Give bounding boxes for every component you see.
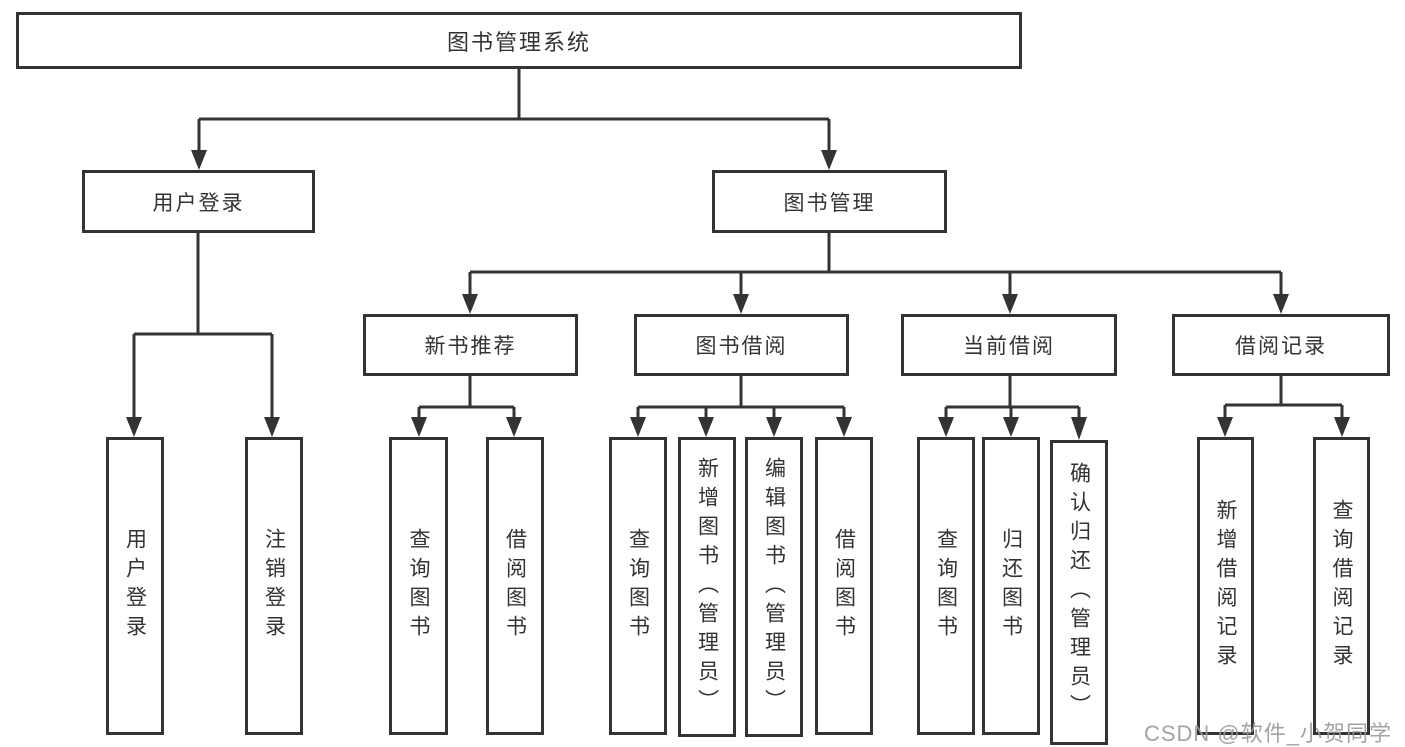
node-label: 查询借阅记录: [1330, 499, 1353, 673]
node-label: 图书借阅: [695, 335, 788, 358]
node-book-borrow: 图书借阅: [634, 314, 849, 376]
node-label: 借阅记录: [1235, 335, 1327, 358]
node-label: 用户登录: [123, 528, 147, 644]
leaf-query-borrow-record: 查询借阅记录: [1313, 437, 1370, 735]
leaf-borrow-book: 借阅图书: [815, 437, 873, 735]
node-label: 新书推荐: [424, 335, 517, 358]
leaf-return-book: 归还图书: [982, 437, 1040, 735]
connector-borrow-record-branch: [1217, 376, 1350, 437]
leaf-edit-book-admin: 编辑图书（管理员）: [745, 437, 803, 737]
node-label: 确认归还（管理员）: [1067, 462, 1091, 723]
node-label: 查询图书: [407, 528, 430, 644]
node-new-book-recommend: 新书推荐: [363, 314, 578, 376]
node-label: 图书管理: [783, 191, 876, 215]
leaf-recommend-borrow-book: 借阅图书: [486, 437, 544, 735]
node-label: 编辑图书（管理员）: [762, 456, 786, 718]
connector-new-book-recommend-branch: [411, 376, 522, 437]
node-label: 用户登录: [152, 191, 245, 215]
node-library-management-system: 图书管理系统: [16, 12, 1022, 69]
node-label: 借阅图书: [832, 528, 856, 644]
node-label: 当前借阅: [963, 335, 1055, 358]
node-label: 借阅图书: [503, 528, 527, 644]
leaf-add-borrow-record: 新增借阅记录: [1197, 437, 1254, 735]
node-book-management: 图书管理: [712, 170, 947, 233]
node-user-login: 用户登录: [82, 170, 315, 233]
leaf-confirm-return-admin: 确认归还（管理员）: [1050, 440, 1108, 745]
leaf-add-book-admin: 新增图书（管理员）: [678, 437, 736, 737]
leaf-recommend-query-book: 查询图书: [389, 437, 448, 735]
leaf-borrow-query-book: 查询图书: [609, 437, 667, 735]
csdn-watermark: CSDN @软件_小贺同学: [1143, 721, 1392, 746]
node-current-borrow: 当前借阅: [901, 314, 1117, 376]
node-label: 注销登录: [262, 528, 286, 644]
node-label: 查询图书: [626, 528, 650, 644]
leaf-logout: 注销登录: [245, 437, 303, 735]
node-label: 归还图书: [999, 528, 1023, 644]
connector-current-borrow-branch: [938, 376, 1087, 440]
connector-book-management-branch: [462, 233, 1289, 314]
leaf-current-query-book: 查询图书: [917, 437, 975, 735]
node-label: 图书管理系统: [446, 29, 591, 55]
connector-book-borrow-branch: [630, 376, 852, 437]
node-borrow-record: 借阅记录: [1172, 314, 1390, 376]
node-label: 新增图书（管理员）: [695, 456, 719, 718]
leaf-user-login: 用户登录: [106, 437, 164, 735]
connector-root-to-level2: [191, 69, 837, 170]
node-label: 新增借阅记录: [1214, 499, 1237, 673]
node-label: 查询图书: [934, 528, 958, 644]
connector-user-login-branch: [126, 233, 280, 437]
